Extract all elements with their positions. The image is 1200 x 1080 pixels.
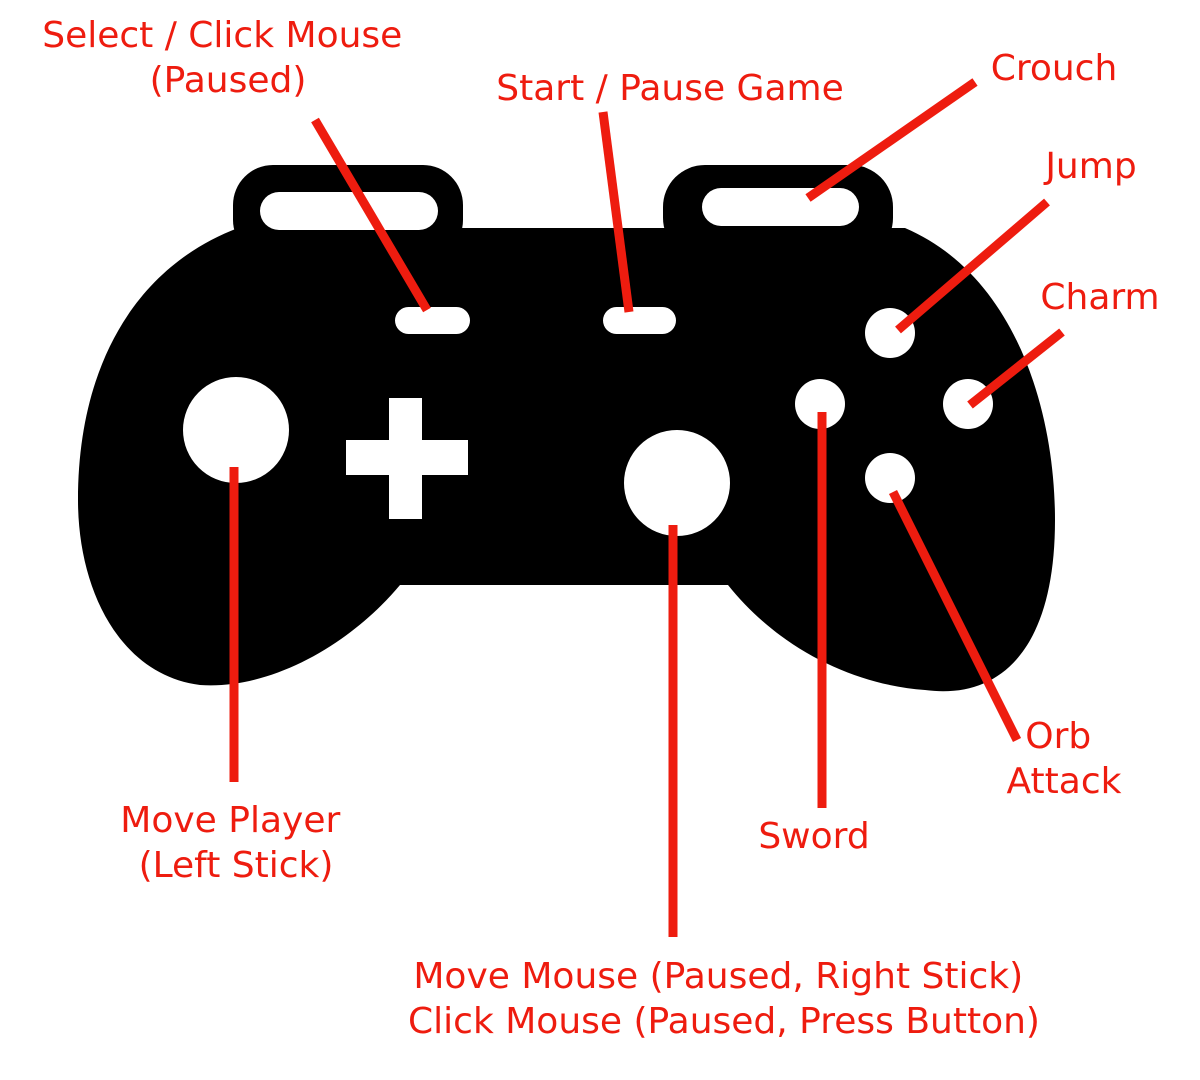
orb-attack-button: [865, 453, 915, 503]
jump-leader: [895, 198, 1050, 334]
dpad-icon: [346, 398, 468, 519]
jump-label: Jump: [1043, 146, 1136, 187]
controller-buttons: [183, 188, 993, 536]
leader-lines: [229, 78, 1065, 937]
select-label: Select / Click Mouse (Paused): [42, 15, 414, 101]
charm-leader: [967, 328, 1065, 409]
right-bumper: [702, 188, 859, 226]
start-leader: [598, 111, 634, 313]
controller-body: [78, 228, 1055, 692]
move-mouse-label: Move Mouse (Paused, Right Stick) Click M…: [408, 956, 1040, 1042]
move-player-label: Move Player (Left Stick): [120, 800, 351, 886]
sword-label: Sword: [758, 816, 869, 857]
select-button: [395, 307, 470, 334]
jump-button: [865, 308, 915, 358]
crouch-label: Crouch: [991, 48, 1118, 89]
right-stick: [624, 430, 730, 536]
start-label: Start / Pause Game: [496, 68, 843, 109]
charm-button: [943, 379, 993, 429]
select-leader: [311, 117, 431, 313]
left-bumper: [260, 192, 438, 230]
crouch-leader: [805, 78, 978, 202]
orb-attack-label: Orb Attack: [1007, 716, 1122, 802]
orb-attack-leader: [888, 489, 1022, 743]
left-stick: [183, 377, 289, 483]
labels: Select / Click Mouse (Paused) Start / Pa…: [42, 15, 1159, 1042]
charm-label: Charm: [1040, 277, 1159, 318]
start-button: [603, 307, 676, 334]
sword-button: [795, 379, 845, 429]
